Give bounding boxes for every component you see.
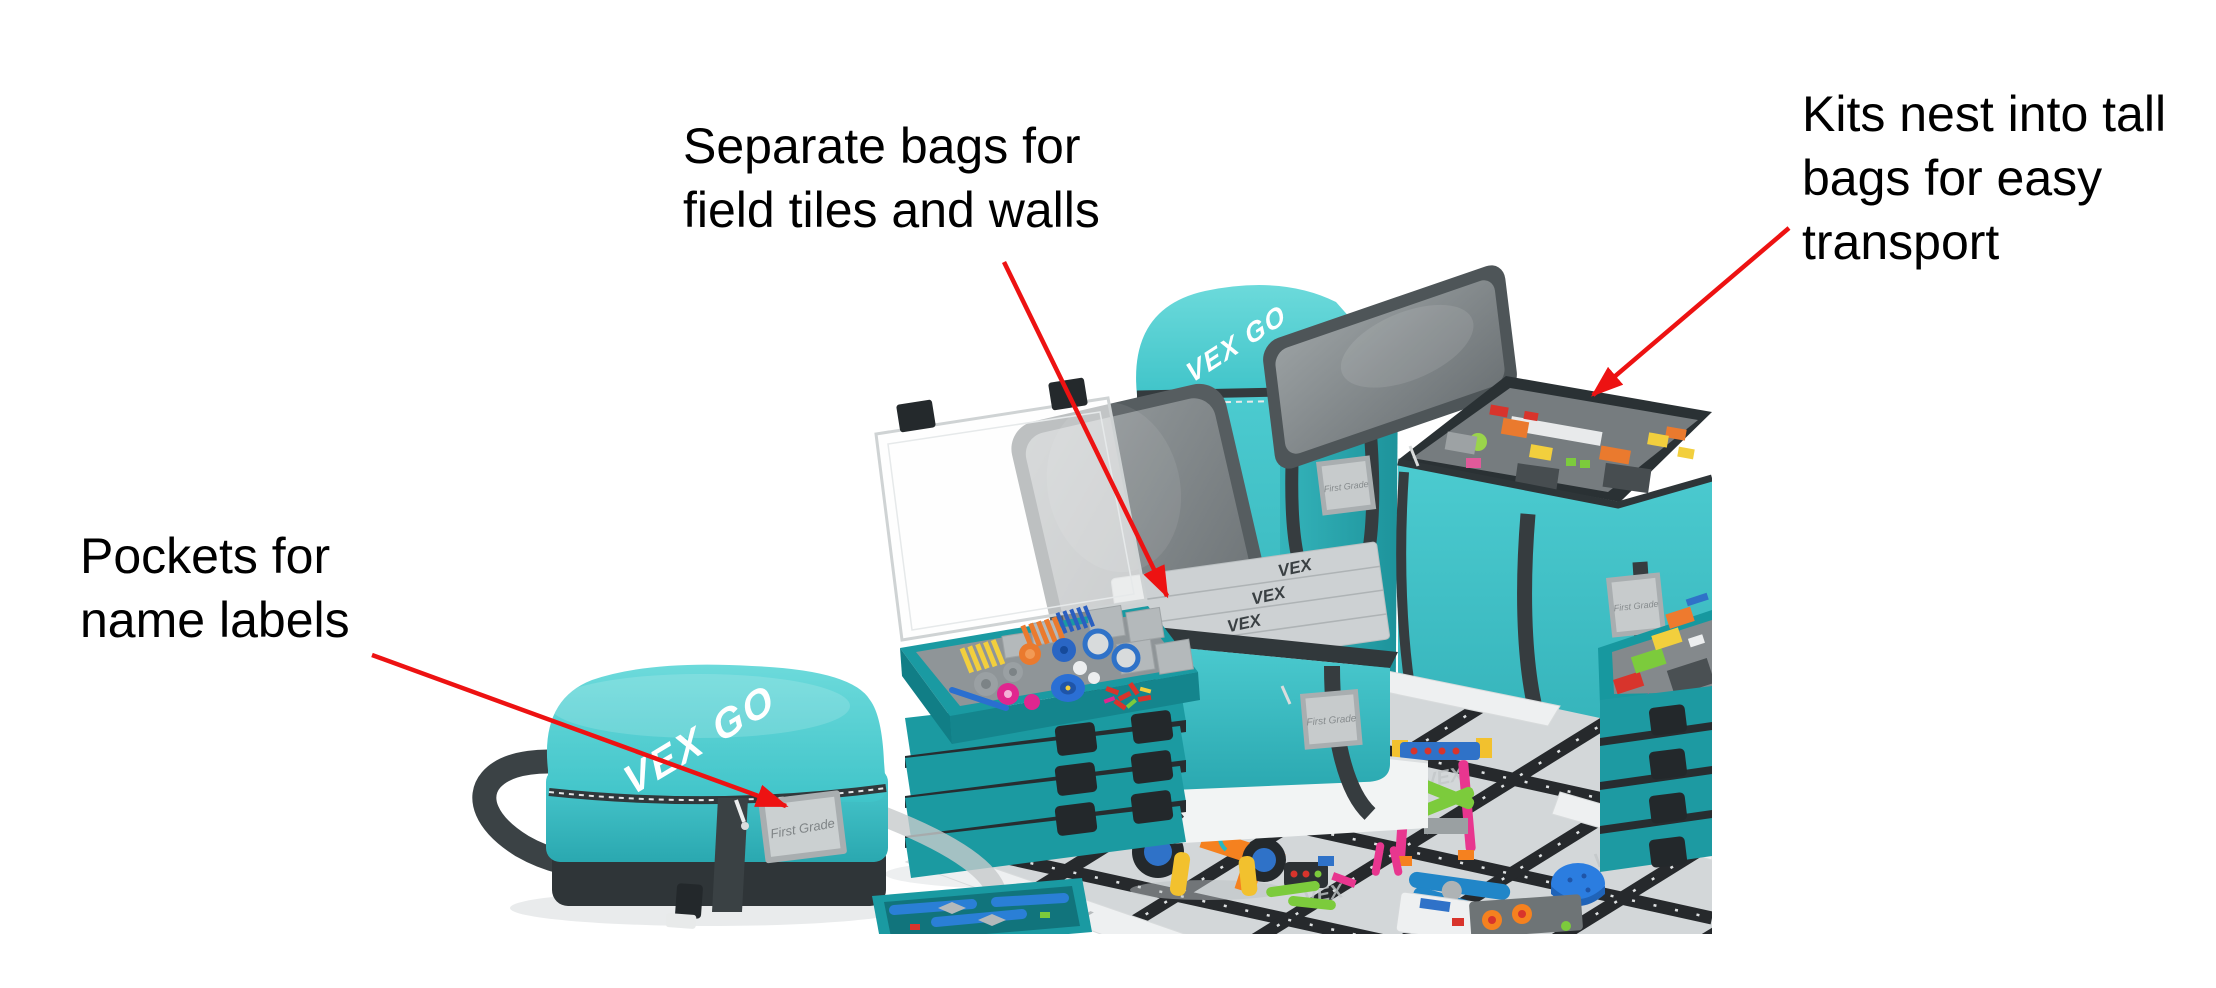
tall-bag-open-pocket: First Grade xyxy=(1606,572,1666,638)
open-tray xyxy=(900,604,1200,744)
clear-lid xyxy=(874,377,1148,642)
left-bag-pocket: First Grade xyxy=(758,790,847,864)
tray-compartments xyxy=(1001,604,1194,675)
annotation-kits-nest-line-2: bags for easy xyxy=(1802,150,2103,206)
annotation-pockets-line-1: Pockets for xyxy=(80,528,331,584)
annotation-kits-nest-line-1: Kits nest into tall xyxy=(1802,86,2167,142)
right-stack-trays xyxy=(1600,686,1712,872)
svg-text:First Grade: First Grade xyxy=(1306,713,1357,728)
annotation-kits-nest: Kits nest into tall bags for easy transp… xyxy=(1802,82,2166,274)
tall-bag-open: First Grade xyxy=(1263,265,1712,868)
annotation-separate-bags-line-1: Separate bags for xyxy=(683,118,1081,174)
annotation-pockets-line-2: name labels xyxy=(80,592,350,648)
annotation-separate-bags-line-2: field tiles and walls xyxy=(683,182,1100,238)
annotation-pockets: Pockets for name labels xyxy=(80,524,350,652)
bottom-tray xyxy=(872,878,1092,934)
annotation-separate-bags: Separate bags for field tiles and walls xyxy=(683,114,1100,242)
right-kit-stack xyxy=(1598,592,1712,872)
nested-kit-parts xyxy=(1444,404,1695,494)
annotation-kits-nest-line-3: transport xyxy=(1802,214,2000,270)
robot-small-green xyxy=(1266,842,1403,910)
tray-parts xyxy=(949,605,1152,711)
tall-bag-closed-pocket: First Grade xyxy=(1316,455,1377,516)
left-bag-front-strap xyxy=(712,798,748,912)
svg-text:First Grade: First Grade xyxy=(1613,599,1659,614)
tall-bag-open-lid xyxy=(1263,265,1517,469)
tiles-bag-pocket: First Grade xyxy=(1300,688,1363,750)
pin-pile xyxy=(1103,681,1152,711)
tiles-bag-strap xyxy=(1324,665,1376,820)
loose-parts xyxy=(1395,863,1605,934)
